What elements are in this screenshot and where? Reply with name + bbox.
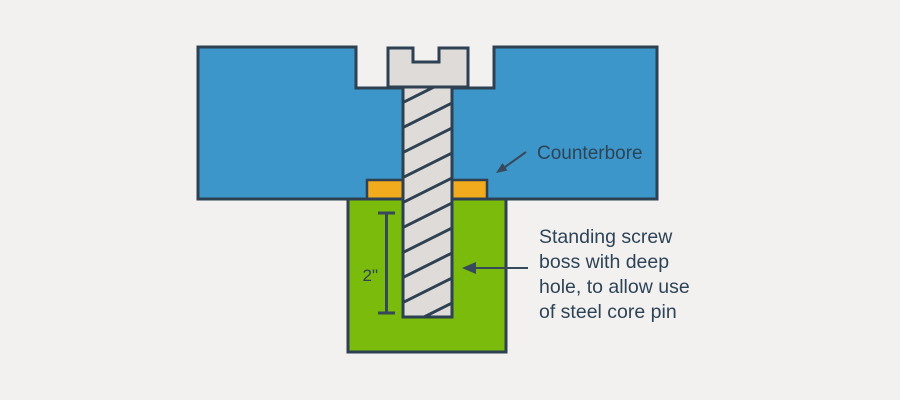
screw-shaft <box>401 85 454 319</box>
dimension-marker: 2" <box>363 211 395 315</box>
screw-head <box>386 46 470 89</box>
screw-shaft-body <box>403 87 452 317</box>
boss-note-callout: Standing screw boss with deep hole, to a… <box>462 226 690 323</box>
screw-thread-hatching <box>404 88 451 316</box>
boss-note-line-1: Standing screw <box>539 226 673 248</box>
boss-note-line-3: hole, to allow use <box>539 276 690 298</box>
boss-note-line-2: boss with deep <box>539 251 669 273</box>
dimension-label: 2" <box>363 266 379 285</box>
boss-note-line-4: of steel core pin <box>539 301 677 323</box>
counterbore-right <box>450 178 489 201</box>
boss-note-arrowhead-icon <box>462 262 476 274</box>
counterbore-left <box>365 178 405 201</box>
counterbore-callout: Counterbore <box>496 143 643 173</box>
counterbore-leader-line <box>502 151 527 170</box>
counterbore-arrowhead-icon <box>496 163 508 173</box>
counterbore-label: Counterbore <box>537 143 643 164</box>
